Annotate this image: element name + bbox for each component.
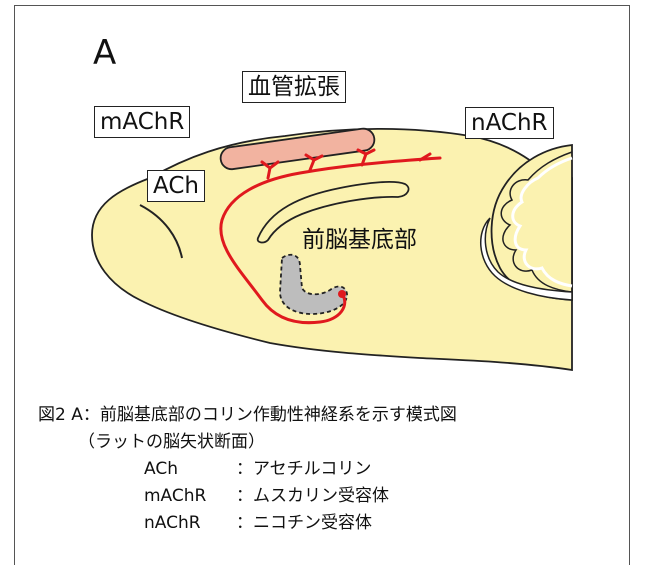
- legend-abbr: mAChR: [144, 486, 207, 506]
- legend-item: mAChR ：ムスカリン受容体: [38, 483, 457, 510]
- legend-item: nAChR ：ニコチン受容体: [38, 510, 457, 537]
- nachr-label: nAChR: [465, 107, 554, 139]
- cerebellum-folia: [500, 151, 573, 293]
- cerebellum-inner-outline: [511, 156, 573, 288]
- cholinergic-projection: [219, 148, 442, 325]
- legend-item: ACh ：アセチルコリン: [38, 456, 457, 483]
- figure-frame: [14, 5, 630, 565]
- legend-abbr: nAChR: [144, 513, 201, 533]
- vasodilation-label: 血管拡張: [242, 71, 346, 103]
- caption-subtitle: （ラットの脳矢状断面）: [78, 432, 265, 452]
- brain-outline: [91, 127, 573, 372]
- legend-desc: ：ニコチン受容体: [236, 513, 372, 533]
- basal-forebrain-label: 前脳基底部: [302, 227, 417, 253]
- figure-caption: 図2 A：前脳基底部のコリン作動性神経系を示す模式図 （ラットの脳矢状断面） A…: [38, 402, 457, 537]
- basal-forebrain-nucleus: [279, 253, 348, 315]
- legend-desc: ：アセチルコリン: [236, 459, 372, 479]
- ach-label: ACh: [147, 170, 205, 202]
- blood-vessel: [219, 127, 376, 171]
- machr-label: mAChR: [94, 106, 191, 138]
- legend-abbr: ACh: [144, 459, 178, 479]
- legend-desc: ：ムスカリン受容体: [236, 486, 389, 506]
- brain-sagittal-diagram: [91, 127, 573, 372]
- corpus-callosum: [256, 181, 410, 244]
- caption-title: 図2 A：前脳基底部のコリン作動性神経系を示す模式図: [38, 405, 457, 425]
- panel-label: A: [93, 33, 117, 73]
- olfactory-fold: [139, 204, 183, 259]
